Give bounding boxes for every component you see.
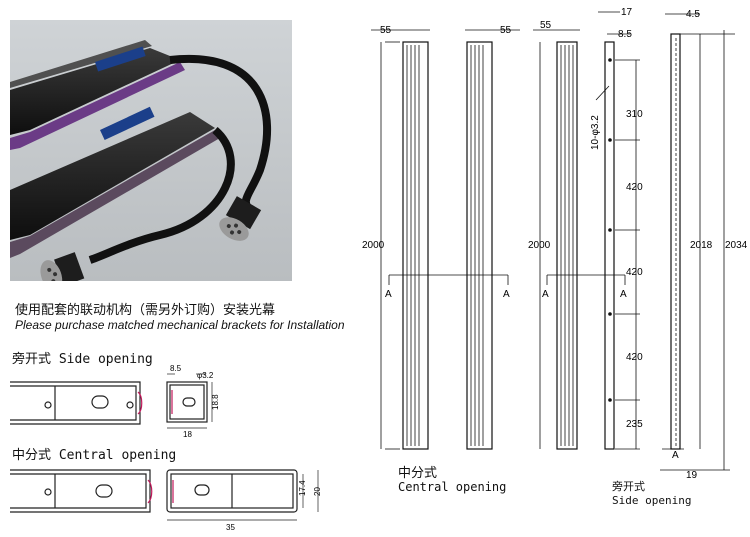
dim-height-2034: 2034 bbox=[725, 240, 748, 251]
side-label-cn: 旁开式 bbox=[612, 480, 645, 493]
dim-height-2018: 2018 bbox=[690, 240, 713, 251]
central-opening-title-en: Central opening bbox=[58, 448, 177, 463]
dim-height-2000-a: 2000 bbox=[362, 240, 385, 251]
side-opening-title-en: Side opening bbox=[58, 352, 153, 367]
dim-20: 20 bbox=[313, 487, 322, 496]
dim-phi-3-2: φ3.2 bbox=[197, 371, 214, 380]
central-opening-title: 中分式 Central opening bbox=[12, 444, 176, 463]
caption-english: Please purchase matched mechanical brack… bbox=[15, 318, 345, 332]
product-photo bbox=[10, 20, 292, 291]
dim-17-4: 17.4 bbox=[298, 480, 307, 496]
dim-width-55-c: 55 bbox=[540, 20, 552, 31]
central-opening-section bbox=[10, 469, 153, 513]
dim-holes: 10-φ3.2 bbox=[590, 115, 601, 150]
section-mark-a-3: A bbox=[542, 289, 549, 300]
dim-width-55-b: 55 bbox=[500, 25, 512, 36]
central-opening-title-cn: 中分式 bbox=[12, 448, 52, 463]
side-label-en: Side opening bbox=[612, 494, 692, 507]
dim-pitch-420-c: 420 bbox=[626, 352, 643, 363]
dim-18-8: 18.8 bbox=[211, 394, 220, 410]
dim-4-5: 4.5 bbox=[686, 9, 700, 20]
central-opening-wide-section bbox=[166, 469, 319, 521]
dim-18: 18 bbox=[183, 430, 192, 439]
central-label-en: Central opening bbox=[398, 480, 507, 494]
section-mark-a-4: A bbox=[620, 289, 627, 300]
dim-pitch-420-a: 420 bbox=[626, 182, 643, 193]
central-label-cn: 中分式 bbox=[398, 466, 438, 481]
section-mark-a-1: A bbox=[385, 289, 392, 300]
dim-8-5: 8.5 bbox=[618, 29, 632, 40]
side-opening-title: 旁开式 Side opening bbox=[12, 348, 153, 367]
side-bar-c bbox=[670, 33, 681, 450]
dim-height-2000-b: 2000 bbox=[528, 240, 551, 251]
side-opening-title-cn: 旁开式 bbox=[12, 352, 52, 367]
dimension-drawing: 55 55 55 2000 2000 17 8.5 4.5 10-φ3.2 31… bbox=[362, 7, 748, 481]
side-opening-small-section bbox=[166, 373, 213, 429]
side-bar-a bbox=[556, 41, 578, 450]
emitter-bar bbox=[402, 41, 429, 450]
dim-pitch-310: 310 bbox=[626, 109, 643, 120]
section-mark-a-5: A bbox=[672, 450, 679, 461]
side-opening-section bbox=[10, 381, 143, 425]
cross-section-drawings: 8.5 φ3.2 18.8 18 17.4 20 35 bbox=[10, 364, 322, 532]
side-bar-b bbox=[604, 41, 615, 450]
dim-pitch-235: 235 bbox=[626, 419, 643, 430]
receiver-bar bbox=[466, 41, 493, 450]
dim-17: 17 bbox=[621, 7, 633, 18]
dim-pitch-420-b: 420 bbox=[626, 267, 643, 278]
dim-8-5-small: 8.5 bbox=[170, 364, 182, 373]
dim-19: 19 bbox=[686, 470, 698, 481]
dim-35: 35 bbox=[226, 523, 235, 532]
dim-width-55-a: 55 bbox=[380, 25, 392, 36]
section-mark-a-2: A bbox=[503, 289, 510, 300]
caption-chinese: 使用配套的联动机构（需另外订购）安装光幕 bbox=[15, 303, 276, 318]
